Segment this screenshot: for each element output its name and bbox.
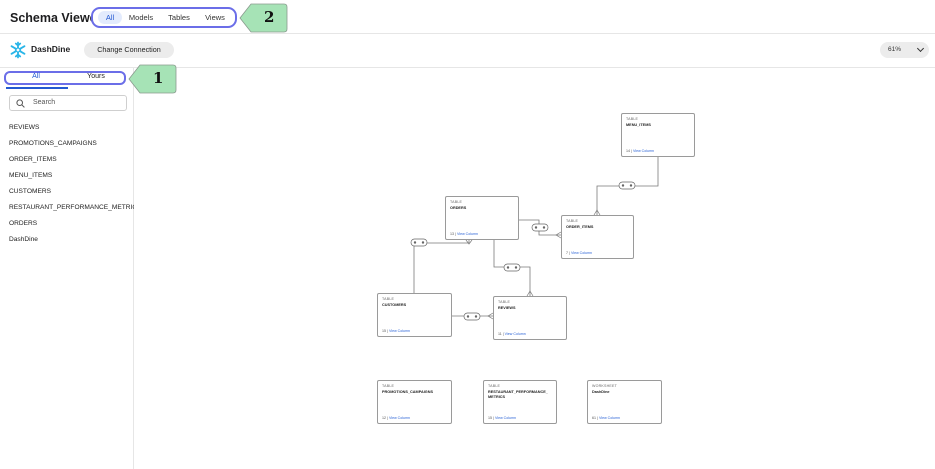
filter-tabs: All Models Tables Views xyxy=(91,7,237,28)
filter-tab-views[interactable]: Views xyxy=(205,13,225,22)
column-count: 12 xyxy=(382,416,386,420)
top-header: Schema Viewer All Models Tables Views xyxy=(0,0,935,34)
column-count: 13 xyxy=(450,232,454,236)
sidebar-tabs xyxy=(4,71,126,85)
table-card-promotions-campaigns[interactable]: TABLE PROMOTIONS_CAMPAIGNS 12 | View Col… xyxy=(377,380,452,424)
node-type-label: TABLE xyxy=(566,219,579,223)
node-name: REVIEWS xyxy=(498,306,516,310)
search-icon xyxy=(16,99,25,108)
worksheet-card-dashdine[interactable]: WORKSHEET DashDine 61 | View Column xyxy=(587,380,662,424)
search-input[interactable]: Search xyxy=(9,95,127,111)
table-card-orders[interactable]: TABLE ORDERS 13 | View Column xyxy=(445,196,519,240)
view-columns-link[interactable]: View Column xyxy=(504,332,526,336)
callout-badge-shape xyxy=(239,3,288,33)
view-columns-link[interactable]: View Column xyxy=(570,251,593,255)
snowflake-icon xyxy=(9,41,27,59)
table-card-order-items[interactable]: TABLE ORDER_ITEMS 7 | View Column xyxy=(561,215,634,259)
callout-badge-2: 2 xyxy=(239,1,289,35)
node-type-label: TABLE xyxy=(450,200,463,204)
table-card-customers[interactable]: TABLE CUSTOMERS 15 | View Column xyxy=(377,293,452,337)
view-columns-link[interactable]: View Column xyxy=(388,416,411,420)
callout-number: 1 xyxy=(153,69,164,87)
node-name: RESTAURANT_PERFORMANCE_ METRICS xyxy=(488,390,548,399)
column-count: 61 xyxy=(592,416,596,420)
object-list: REVIEWS PROMOTIONS_CAMPAIGNS ORDER_ITEMS… xyxy=(0,120,134,248)
list-item-dashdine[interactable]: DashDine xyxy=(9,236,38,243)
node-type-label: TABLE xyxy=(488,384,501,388)
node-columns: 7 | View Column xyxy=(566,251,593,255)
list-item-reviews[interactable]: REVIEWS xyxy=(9,124,40,131)
list-item-menu-items[interactable]: MENU_ITEMS xyxy=(9,172,53,179)
active-tab-indicator xyxy=(6,87,68,89)
node-name: MENU_ITEMS xyxy=(626,123,651,127)
sidebar: All Yours Search REVIEWS PROMOTIONS_CAMP… xyxy=(0,68,134,469)
view-columns-link[interactable]: View Column xyxy=(598,416,621,420)
node-columns: 11 | View Column xyxy=(498,332,526,336)
node-name: PROMOTIONS_CAMPAIGNS xyxy=(382,390,433,394)
node-name: CUSTOMERS xyxy=(382,303,407,307)
node-type-label: WORKSHEET xyxy=(592,384,617,388)
node-name: DashDine xyxy=(592,390,610,394)
callout-badge-shape xyxy=(128,64,177,94)
chevron-down-icon xyxy=(916,44,925,53)
page-title: Schema Viewer xyxy=(10,11,102,25)
connection-bar: DashDine Change Connection 61% xyxy=(0,34,935,68)
node-type-label: TABLE xyxy=(498,300,511,304)
schema-canvas[interactable]: TABLE MENU_ITEMS 14 | View Column TABLE … xyxy=(135,69,935,469)
node-columns: 14 | View Column xyxy=(626,149,655,153)
node-columns: 15 | View Column xyxy=(382,329,411,333)
list-item-promotions-campaigns[interactable]: PROMOTIONS_CAMPAIGNS xyxy=(9,140,97,147)
node-type-label: TABLE xyxy=(382,384,395,388)
view-columns-link[interactable]: View Column xyxy=(388,329,411,333)
sidebar-tab-all[interactable]: All xyxy=(32,73,40,80)
sidebar-tab-yours[interactable]: Yours xyxy=(87,73,105,80)
zoom-select[interactable]: 61% xyxy=(880,42,929,58)
table-card-reviews[interactable]: TABLE REVIEWS 11 | View Column xyxy=(493,296,567,340)
callout-number: 2 xyxy=(264,8,275,26)
filter-tab-models[interactable]: Models xyxy=(128,13,154,22)
node-type-label: TABLE xyxy=(626,117,639,121)
list-item-customers[interactable]: CUSTOMERS xyxy=(9,188,52,195)
view-columns-link[interactable]: View Column xyxy=(632,149,655,153)
node-columns: 61 | View Column xyxy=(592,416,621,420)
column-count: 11 xyxy=(498,332,502,336)
column-count: 7 xyxy=(566,251,568,255)
filter-tab-tables[interactable]: Tables xyxy=(168,13,190,22)
column-count: 15 xyxy=(488,416,492,420)
column-count: 15 xyxy=(382,329,386,333)
table-card-menu-items[interactable]: TABLE MENU_ITEMS 14 | View Column xyxy=(621,113,695,157)
node-columns: 12 | View Column xyxy=(382,416,411,420)
view-columns-link[interactable]: View Column xyxy=(494,416,517,420)
zoom-value: 61% xyxy=(888,46,902,53)
search-placeholder: Search xyxy=(33,99,56,106)
list-item-orders[interactable]: ORDERS xyxy=(9,220,38,227)
list-item-restaurant-performance-metrics[interactable]: RESTAURANT_PERFORMANCE_METRICS xyxy=(9,204,134,211)
filter-tab-all[interactable]: All xyxy=(98,11,122,24)
node-columns: 13 | View Column xyxy=(450,232,479,236)
list-item-order-items[interactable]: ORDER_ITEMS xyxy=(9,156,57,163)
relationship-lines xyxy=(410,157,659,321)
column-count: 14 xyxy=(626,149,630,153)
database-name: DashDine xyxy=(31,44,71,54)
callout-badge-1: 1 xyxy=(128,62,178,96)
node-name: ORDERS xyxy=(450,206,467,210)
view-columns-link[interactable]: View Column xyxy=(456,232,479,236)
table-card-restaurant-performance-metrics[interactable]: TABLE RESTAURANT_PERFORMANCE_ METRICS 15… xyxy=(483,380,557,424)
node-columns: 15 | View Column xyxy=(488,416,517,420)
change-connection-button[interactable]: Change Connection xyxy=(84,42,174,58)
node-type-label: TABLE xyxy=(382,297,395,301)
node-name: ORDER_ITEMS xyxy=(566,225,594,229)
